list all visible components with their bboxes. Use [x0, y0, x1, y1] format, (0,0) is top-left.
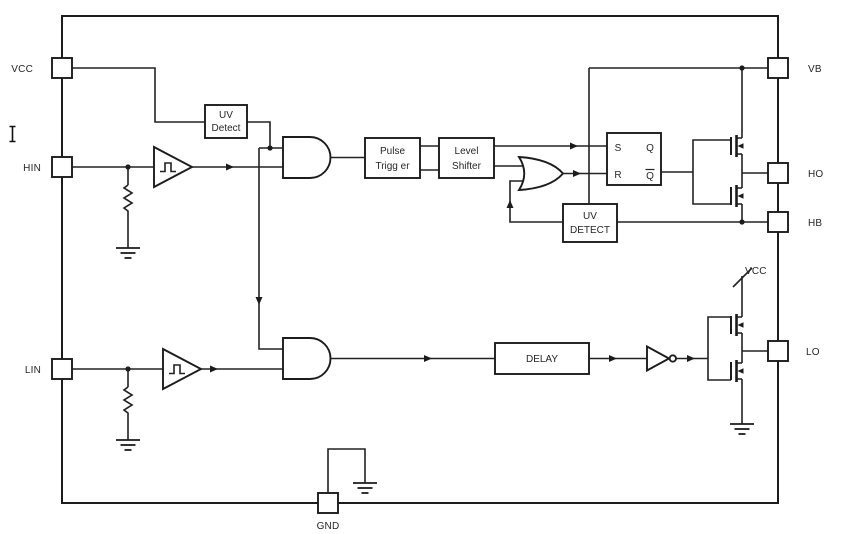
block-uv-detect-top-line1: UV [219, 110, 233, 121]
pin-hb [767, 211, 789, 233]
block-uv-detect-high-line1: UV [583, 211, 597, 222]
latch-s-label: S [615, 143, 622, 154]
block-level-shifter: Level Shifter [438, 137, 495, 179]
vcc-rail-label: VCC [745, 266, 767, 277]
wire-vcc-to-uvdetect [72, 67, 205, 123]
hysteresis-icon [160, 162, 176, 173]
ic-boundary [61, 15, 779, 504]
or-gate [517, 155, 565, 192]
block-delay-label: DELAY [526, 354, 558, 365]
text-cursor-icon [9, 125, 16, 143]
latch-q-label: Q [646, 143, 654, 154]
ground-symbols [116, 247, 754, 494]
block-uv-detect-high: UV DETECT [562, 203, 618, 243]
pin-labels: VCC HIN LIN GND VB HO HB LO VCC [11, 64, 823, 532]
and-gate-high-side [282, 136, 332, 179]
pin-label-hb: HB [808, 218, 822, 229]
ground-low-mosfet [730, 423, 754, 435]
pin-vb [767, 57, 789, 79]
arrow-delay-out [609, 355, 617, 362]
schmitt-buffer-lin [162, 347, 204, 391]
block-pulse-trigger-line1: Pulse [380, 146, 405, 157]
pin-label-gnd: GND [317, 521, 340, 532]
mosfets [730, 135, 744, 382]
pin-hin [51, 156, 73, 178]
ground-hin-resistor [116, 247, 140, 259]
pin-label-hin: HIN [23, 163, 41, 174]
arrow-set [570, 142, 578, 150]
block-delay: DELAY [494, 342, 590, 375]
pins [51, 57, 789, 514]
ground-lin-resistor [116, 439, 140, 451]
logic-gates [153, 136, 677, 391]
arrow-buffer2-out [210, 365, 218, 373]
arrow-buffer1-out [226, 163, 234, 171]
arrow-reset [573, 170, 581, 177]
inverter-bubble [668, 354, 677, 363]
driver-fork-low [707, 316, 731, 381]
and-gate-low-side [282, 337, 332, 380]
ground-gnd-pin [353, 482, 377, 494]
signal-arrows [210, 142, 695, 373]
pin-label-lin: LIN [25, 365, 41, 376]
junction-hin-resistor [125, 164, 131, 170]
hysteresis-icon [169, 364, 185, 375]
arrow-into-delay [424, 355, 432, 362]
nmos-low-lower [730, 360, 744, 382]
arrow-uv-down [255, 297, 263, 305]
resistor-hin [122, 184, 134, 248]
arrow-inverter-out [687, 355, 695, 362]
junction-lin-resistor [125, 366, 131, 372]
resistor-lin [122, 386, 134, 440]
wire-pulsetrigger-to-levelshifter [420, 145, 439, 171]
junction-uv-node [267, 145, 273, 151]
wires [72, 67, 768, 493]
function-blocks: UV Detect Pulse Trigg er Level Shifter S… [204, 104, 662, 375]
pin-label-vcc: VCC [11, 64, 33, 75]
arrow-uvdetect-up [506, 200, 514, 208]
latch-qbar-label: Q [646, 171, 654, 182]
pin-lin [51, 358, 73, 380]
inverter [646, 344, 677, 373]
block-pulse-trigger: Pulse Trigg er [364, 137, 421, 179]
block-pulse-trigger-line2: Trigg er [375, 161, 410, 172]
pin-vcc [51, 57, 73, 79]
junction-hb-rail [739, 219, 745, 225]
vcc-rail-slash [732, 267, 753, 288]
latch-r-label: R [614, 170, 621, 181]
junction-dots [125, 65, 745, 372]
wire-uv-node-to-and2 [258, 148, 283, 350]
pin-label-vb: VB [808, 64, 822, 75]
pin-lo [767, 340, 789, 362]
wire-gnd-hook [327, 448, 366, 493]
nmos-high-lower [730, 185, 744, 207]
block-sr-latch: S Q R Q [606, 132, 662, 186]
block-level-shifter-line1: Level [455, 146, 479, 157]
nmos-low-upper [730, 314, 744, 336]
pin-label-lo: LO [806, 347, 820, 358]
pin-label-ho: HO [808, 169, 823, 180]
schmitt-buffer-hin [153, 145, 195, 189]
junction-vb-rail [739, 65, 745, 71]
block-uv-detect-high-line2: DETECT [570, 225, 610, 236]
nmos-high-upper [730, 135, 744, 157]
pin-ho [767, 162, 789, 184]
driver-fork-high [692, 139, 731, 205]
block-level-shifter-line2: Shifter [452, 161, 482, 172]
wire-uvdetect-out [247, 121, 271, 148]
block-uv-detect-top-line2: Detect [212, 123, 241, 134]
block-uv-detect-top: UV Detect [204, 104, 248, 139]
pin-gnd [317, 492, 339, 514]
